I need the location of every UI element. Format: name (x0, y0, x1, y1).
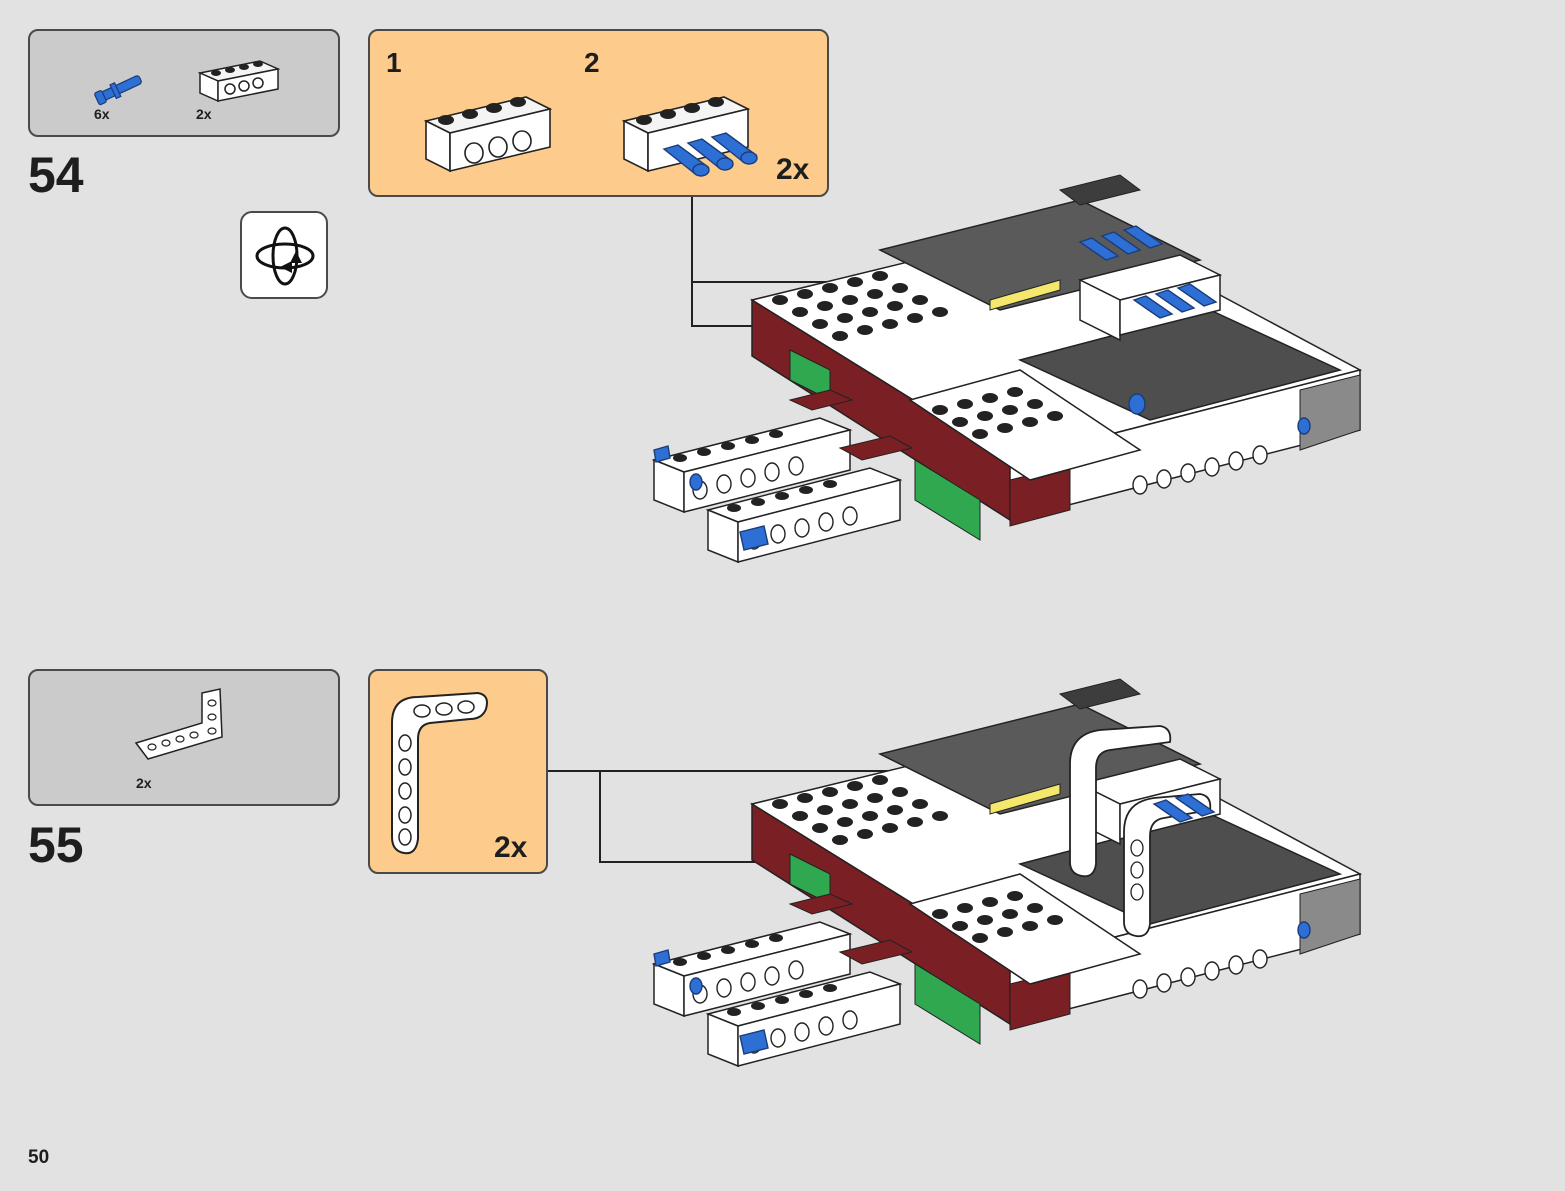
part-qty: 2x (196, 106, 212, 122)
rotate-icon (255, 226, 315, 286)
rotate-model-icon (240, 211, 328, 299)
part-qty: 2x (136, 775, 152, 791)
parts-box-step-55: 2x (28, 669, 340, 806)
subassembly-box-step-54: 1 2 2x (368, 29, 829, 197)
part-qty: 6x (94, 106, 110, 122)
white-l-beam-icon (134, 688, 223, 760)
substep-number: 2 (584, 47, 600, 78)
subassembly-box-step-55: 2x (368, 669, 548, 874)
assembly-model-step-55 (651, 678, 1363, 1068)
substep-number: 1 (386, 47, 402, 78)
step-number: 55 (28, 817, 84, 873)
blue-pin-icon (94, 75, 142, 106)
subassembly-multiplier: 2x (494, 831, 528, 864)
technic-brick-icon (423, 96, 553, 173)
parts-box-step-54: 6x 2x (28, 29, 340, 137)
step-number: 54 (28, 147, 84, 203)
page-number: 50 (28, 1147, 50, 1168)
assembly-model-step-54 (651, 174, 1363, 564)
subassembly-multiplier: 2x (776, 153, 810, 186)
white-l-beam-large-icon (391, 691, 488, 855)
technic-brick-with-pins-icon (621, 96, 758, 177)
white-technic-brick-icon (197, 60, 281, 103)
